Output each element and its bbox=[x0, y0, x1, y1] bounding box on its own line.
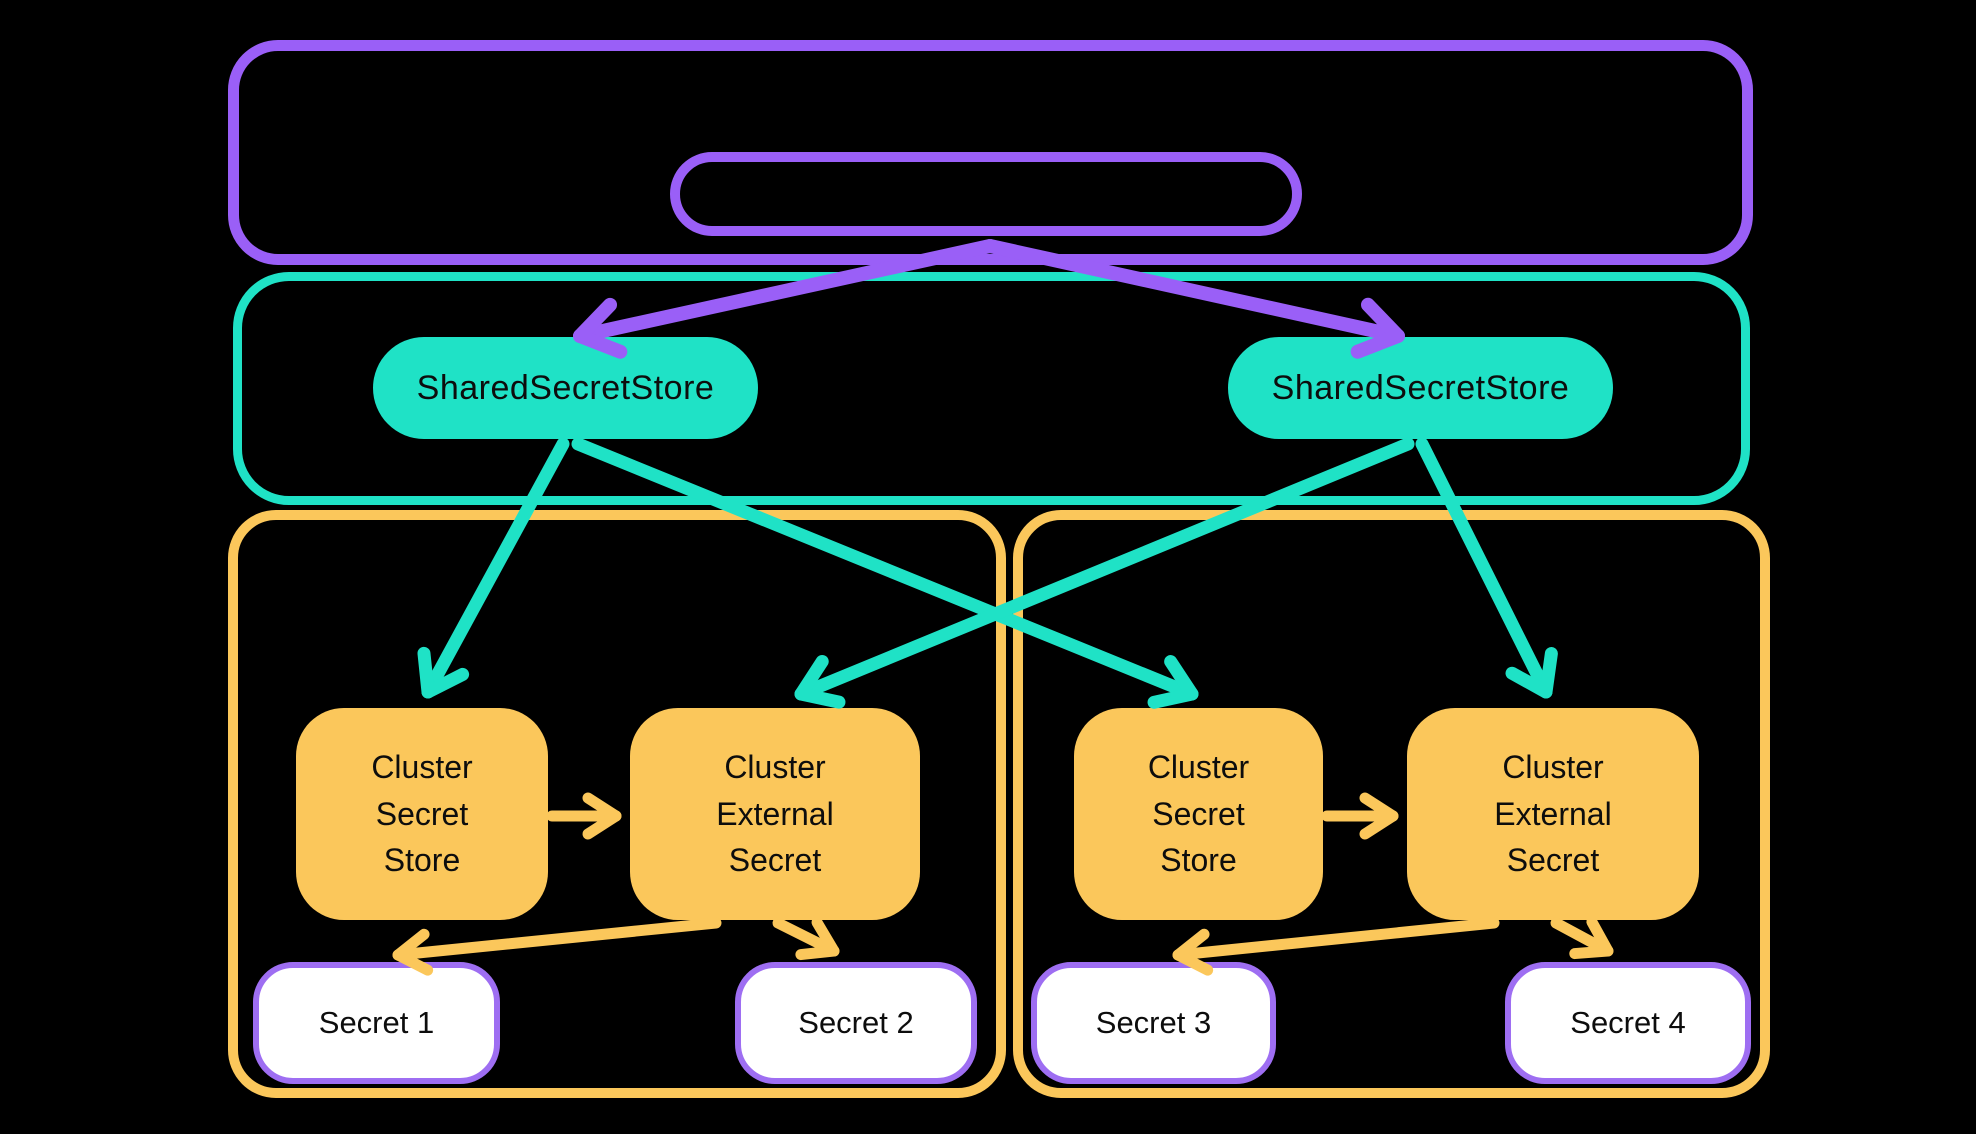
cluster-b-secret-store-node: Cluster Secret Store bbox=[1074, 708, 1323, 920]
secret-1-node: Secret 1 bbox=[253, 962, 500, 1084]
shared-secret-store-left-label: SharedSecretStore bbox=[416, 368, 715, 407]
secret-2-node: Secret 2 bbox=[735, 962, 977, 1084]
secret-3-node: Secret 3 bbox=[1031, 962, 1276, 1084]
secret-4-node: Secret 4 bbox=[1505, 962, 1751, 1084]
cluster-b-secret-store-label: Cluster Secret Store bbox=[1147, 749, 1250, 879]
shared-secret-store-right-label: SharedSecretStore bbox=[1271, 368, 1570, 407]
secret-3-label: Secret 3 bbox=[1095, 1005, 1212, 1040]
secret-2-label: Secret 2 bbox=[798, 1005, 914, 1040]
cluster-b-external-secret-label: Cluster External Secret bbox=[1494, 749, 1612, 879]
cluster-a-external-secret-label: Cluster External Secret bbox=[716, 749, 834, 879]
shared-secret-store-left-node: SharedSecretStore bbox=[373, 337, 758, 439]
cluster-b-external-secret-node: Cluster External Secret bbox=[1407, 708, 1699, 920]
cluster-a-secret-store-label: Cluster Secret Store bbox=[371, 749, 473, 879]
top-purple-pill bbox=[670, 152, 1302, 236]
secret-1-label: Secret 1 bbox=[318, 1005, 435, 1040]
cluster-a-external-secret-node: Cluster External Secret bbox=[630, 708, 920, 920]
shared-secret-store-right-node: SharedSecretStore bbox=[1228, 337, 1613, 439]
cluster-a-secret-store-node: Cluster Secret Store bbox=[296, 708, 548, 920]
secret-4-label: Secret 4 bbox=[1570, 1005, 1686, 1040]
